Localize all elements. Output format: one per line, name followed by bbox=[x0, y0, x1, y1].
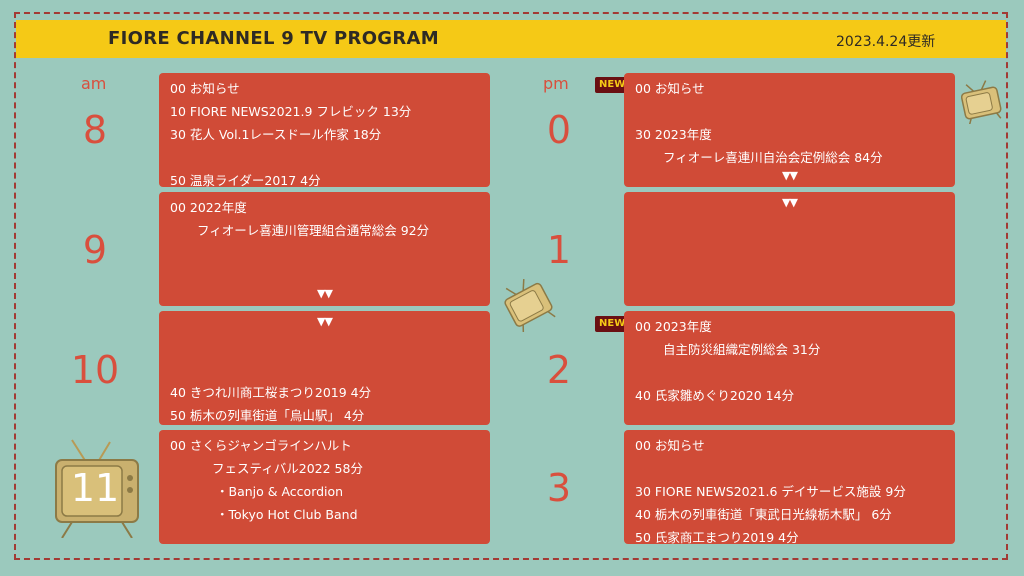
program-line: 50 温泉ライダー2017 4分 bbox=[170, 173, 321, 188]
hour-0: 0 bbox=[546, 108, 572, 152]
program-line: 00 さくらジャンゴラインハルト bbox=[170, 438, 352, 453]
program-line: フィオーレ喜連川管理組合通常総会 92分 bbox=[197, 223, 430, 238]
program-line: 40 氏家雛めぐり2020 14分 bbox=[635, 388, 795, 403]
hour-11: 11 bbox=[70, 466, 120, 510]
program-line: ・Banjo & Accordion bbox=[216, 484, 344, 499]
continue-arrow: ▼▼ bbox=[317, 315, 333, 328]
program-block-8: 00 お知らせ 10 FIORE NEWS2021.9 フレビック 13分 30… bbox=[159, 73, 490, 188]
program-line: 50 栃木の列車街道「烏山駅」 4分 bbox=[170, 408, 365, 423]
tv-icon-small-tilted bbox=[504, 279, 556, 332]
program-line: 10 FIORE NEWS2021.9 フレビック 13分 bbox=[170, 104, 412, 119]
program-line: フェスティバル2022 58分 bbox=[212, 461, 363, 476]
program-block-11: 00 さくらジャンゴラインハルト フェスティバル2022 58分 ・Banjo … bbox=[159, 430, 490, 544]
program-line: ・Tokyo Hot Club Band bbox=[216, 507, 358, 522]
hour-3: 3 bbox=[546, 466, 572, 510]
dashed-frame bbox=[14, 12, 1008, 560]
program-line: 30 FIORE NEWS2021.6 デイサービス施設 9分 bbox=[635, 484, 906, 499]
program-block-9: 00 2022年度 フィオーレ喜連川管理組合通常総会 92分 ▼▼ bbox=[159, 192, 490, 306]
hour-10: 10 bbox=[70, 348, 120, 392]
program-line: 30 花人 Vol.1レースドール作家 18分 bbox=[170, 127, 382, 142]
program-line: 自主防災組織定例総会 31分 bbox=[663, 342, 821, 357]
program-line: 40 きつれ川商工桜まつり2019 4分 bbox=[170, 385, 372, 400]
program-line: 00 お知らせ bbox=[635, 81, 705, 96]
program-block-10: ▼▼ 40 きつれ川商工桜まつり2019 4分 50 栃木の列車街道「烏山駅」 … bbox=[159, 311, 490, 425]
new-badge: NEW bbox=[595, 316, 630, 332]
header-bar bbox=[16, 20, 1006, 58]
continue-arrow: ▼▼ bbox=[782, 169, 798, 182]
program-block-0: 00 お知らせ 30 2023年度 フィオーレ喜連川自治会定例総会 84分 ▼▼ bbox=[624, 73, 955, 187]
page-title: FIORE CHANNEL 9 TV PROGRAM bbox=[108, 28, 439, 49]
program-line: 00 お知らせ bbox=[170, 81, 240, 96]
program-line: フィオーレ喜連川自治会定例総会 84分 bbox=[663, 150, 883, 165]
program-line bbox=[635, 457, 945, 480]
program-line bbox=[170, 146, 480, 169]
program-block-2: 00 2023年度 自主防災組織定例総会 31分 40 氏家雛めぐり2020 1… bbox=[624, 311, 955, 425]
pm-label: pm bbox=[543, 74, 569, 93]
program-line: 30 2023年度 bbox=[635, 127, 712, 142]
new-badge: NEW bbox=[595, 77, 630, 93]
am-label: am bbox=[81, 74, 107, 93]
hour-8: 8 bbox=[82, 108, 108, 152]
program-block-3: 00 お知らせ 30 FIORE NEWS2021.6 デイサービス施設 9分 … bbox=[624, 430, 955, 545]
program-line: 40 栃木の列車街道「東武日光線栃木駅」 6分 bbox=[635, 507, 892, 522]
program-block-1: ▼▼ bbox=[624, 192, 955, 306]
hour-9: 9 bbox=[82, 228, 108, 272]
program-line: 00 2022年度 bbox=[170, 200, 247, 215]
updated-date: 2023.4.24更新 bbox=[836, 34, 936, 50]
program-line: 00 お知らせ bbox=[635, 438, 705, 453]
hour-1: 1 bbox=[546, 228, 572, 272]
program-line: 00 2023年度 bbox=[635, 319, 712, 334]
tv-icon-large bbox=[55, 439, 139, 538]
continue-arrow: ▼▼ bbox=[317, 287, 333, 300]
hour-2: 2 bbox=[546, 348, 572, 392]
program-line bbox=[635, 361, 945, 384]
tv-icon-top-right bbox=[960, 80, 1002, 124]
continue-arrow: ▼▼ bbox=[782, 196, 798, 209]
program-line: 50 氏家商工まつり2019 4分 bbox=[635, 530, 799, 545]
program-line bbox=[635, 100, 945, 123]
